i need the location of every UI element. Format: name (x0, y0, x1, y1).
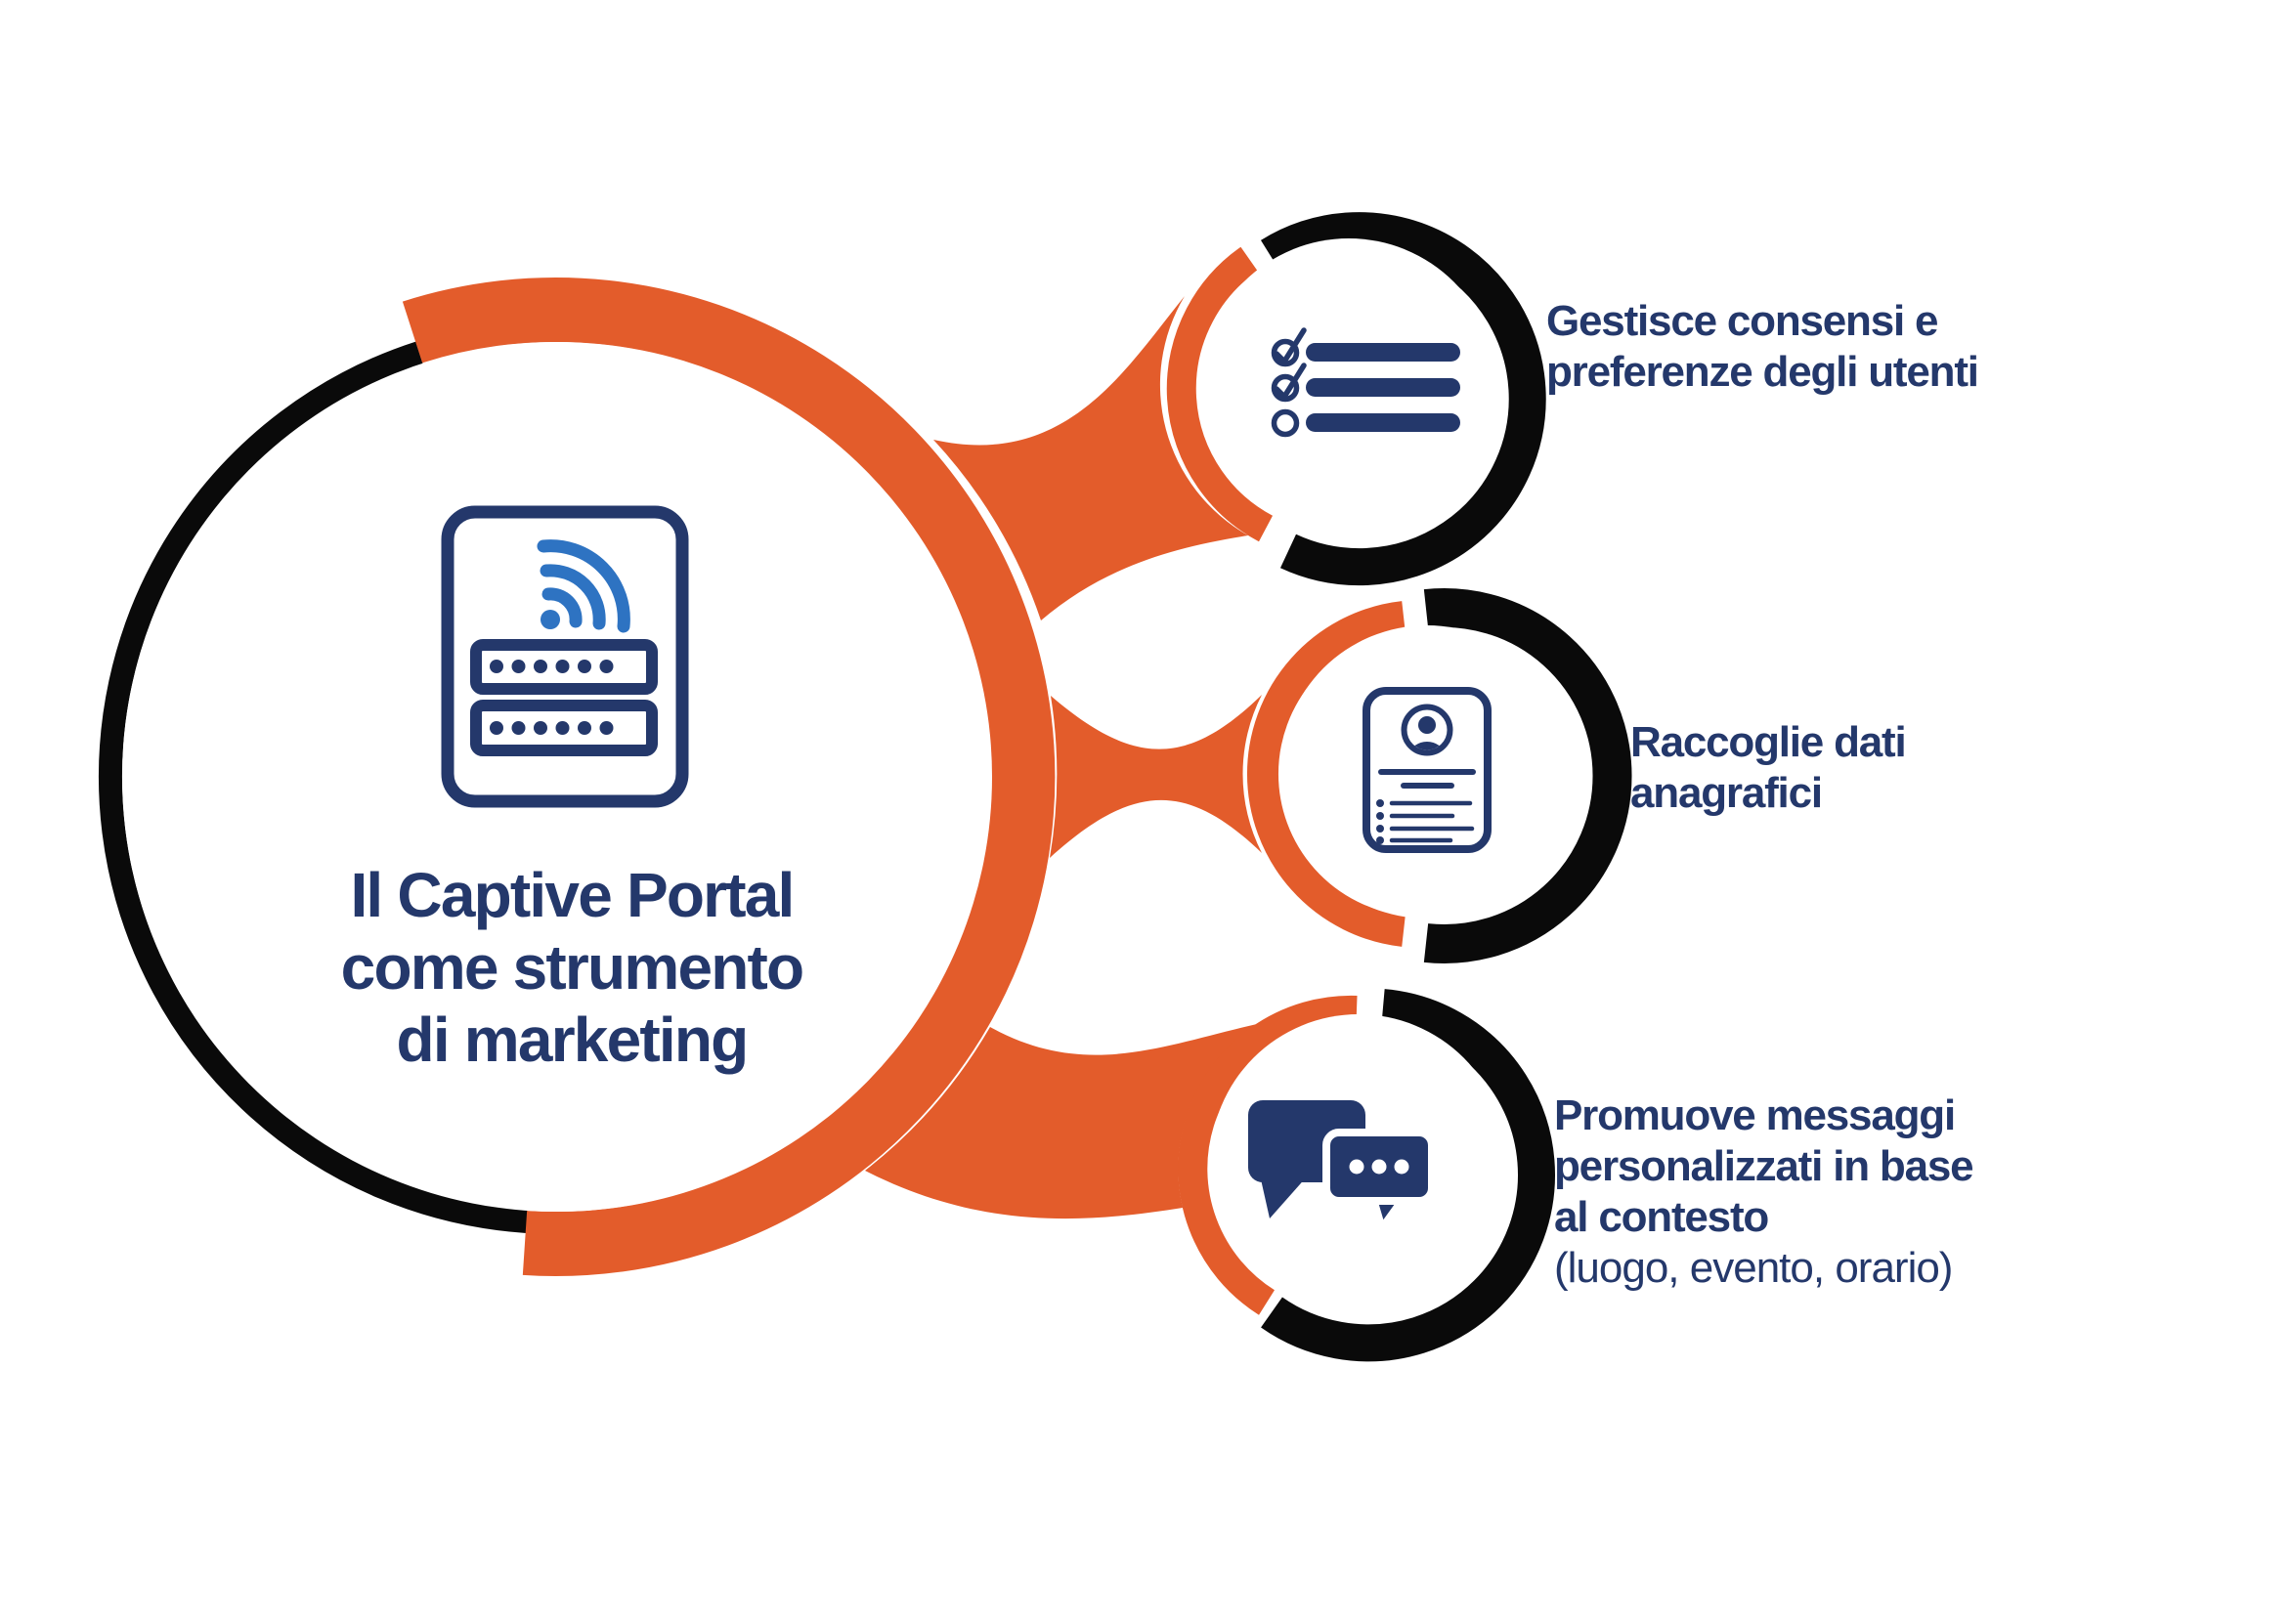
satellite-orange-arcs (1166, 246, 1406, 1315)
central-title: Il Captive Portal come strumento di mark… (230, 859, 914, 1076)
node-label-dati-line-1: Raccoglie dati (1630, 718, 1907, 766)
chat-bubbles-icon (1248, 1100, 1436, 1235)
wifi-router-icon (441, 505, 689, 808)
main-circle-black-arc (99, 341, 528, 1233)
chat-bubble-dots (1349, 1159, 1409, 1175)
branch-connectors (865, 296, 1262, 1219)
node-label-messaggi-line-2: personalizzati in base (1554, 1142, 1974, 1190)
top-circle-black-arc (1261, 212, 1546, 586)
central-title-line-1: Il Captive Portal (350, 860, 795, 930)
central-title-line-3: di marketing (396, 1004, 750, 1075)
checklist-icon (1271, 327, 1460, 438)
node-label-dati: Raccoglie dati anagrafici (1630, 717, 1907, 819)
top-circle-orange-arc (1166, 246, 1274, 542)
main-circle-face (122, 342, 992, 1212)
bottom-circle-orange-arc (1178, 995, 1358, 1315)
main-circle-orange-arc (402, 278, 1056, 1277)
wifi-dot (541, 610, 560, 629)
node-label-messaggi: Promuove messaggi personalizzati in base… (1554, 1090, 1974, 1294)
checklist-checkmarks (1274, 327, 1307, 400)
node-label-consensi-line-1: Gestisce consensi e (1546, 297, 1939, 345)
router-port-dots (490, 660, 614, 735)
node-label-consensi-line-2: preferenze degli utenti (1546, 348, 1979, 396)
middle-circle-orange-arc (1247, 601, 1406, 947)
satellite-black-arcs (1261, 212, 1632, 1362)
node-label-messaggi-line-1: Promuove messaggi (1554, 1091, 1956, 1139)
node-label-messaggi-subheading: (luogo, evento, orario) (1554, 1244, 1953, 1292)
id-card-bullets (1376, 799, 1384, 844)
node-label-dati-line-2: anagrafici (1630, 769, 1823, 817)
node-label-messaggi-line-3: al contesto (1554, 1193, 1769, 1241)
node-label-consensi: Gestisce consensi e preferenze degli ute… (1546, 296, 1979, 398)
checklist-bars (1306, 343, 1460, 432)
id-card-lines (1378, 769, 1476, 843)
bottom-circle-black-arc (1261, 989, 1555, 1362)
middle-circle-black-arc (1423, 588, 1632, 963)
id-card-icon (1363, 687, 1492, 853)
wifi-signal-icon (537, 539, 630, 633)
top-branch-connector (933, 296, 1248, 620)
router-body-outline (441, 505, 689, 808)
central-title-line-2: come strumento (340, 932, 804, 1003)
middle-branch-connector (1050, 695, 1262, 858)
avatar-person (1410, 716, 1444, 750)
bottom-branch-connector (865, 1024, 1257, 1219)
chat-bubble-1-tail (1259, 1171, 1308, 1218)
avatar-circle (1401, 704, 1453, 756)
